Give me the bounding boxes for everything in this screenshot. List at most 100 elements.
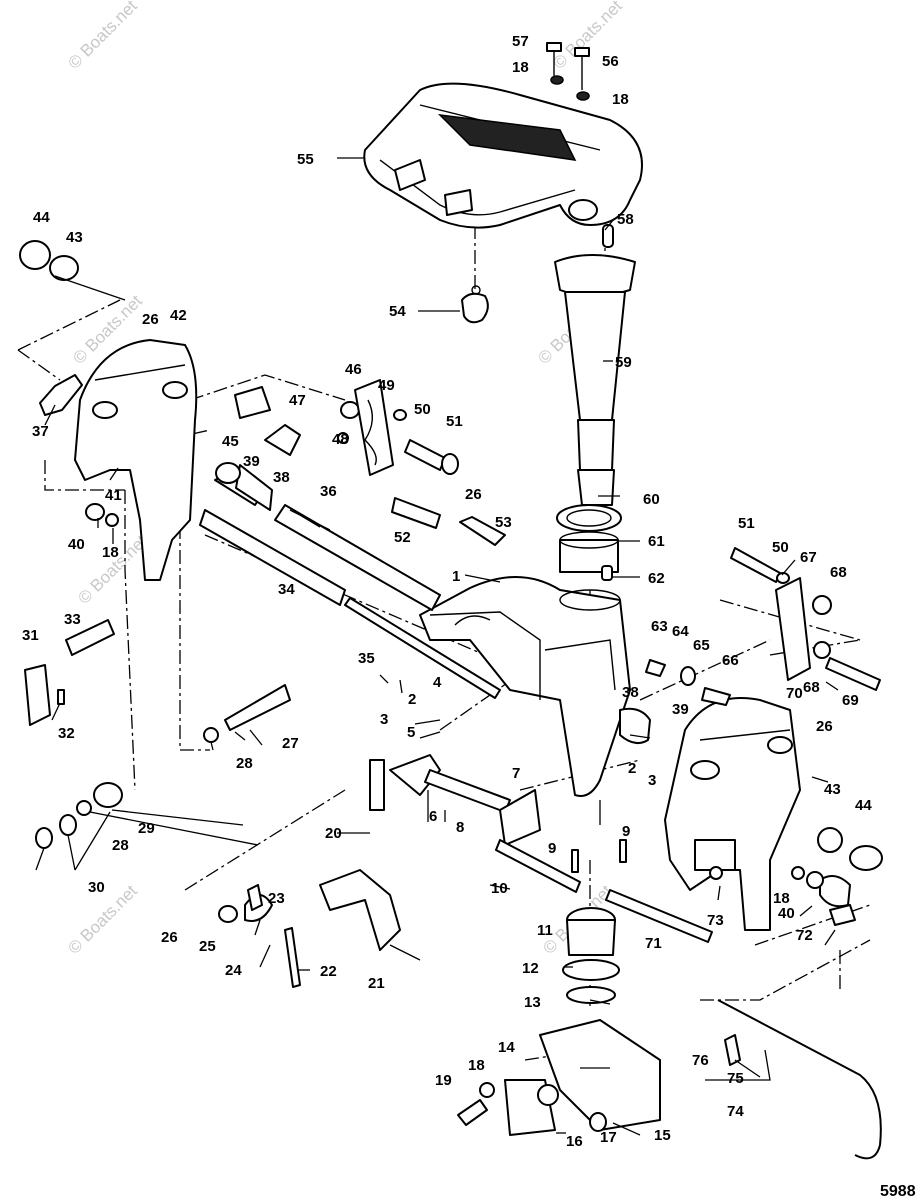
callout-16: 16 [566, 1133, 583, 1150]
callout-18: 18 [468, 1057, 485, 1074]
right-clamp-bracket-part [664, 697, 801, 931]
callout-43: 43 [824, 781, 841, 798]
callout-42: 42 [170, 307, 187, 324]
callout-40: 40 [778, 905, 795, 922]
callout-33: 33 [64, 611, 81, 628]
callout-18: 18 [102, 544, 119, 561]
callout-55: 55 [297, 151, 314, 168]
callout-58: 58 [617, 211, 634, 228]
callout-2: 2 [408, 691, 416, 708]
callout-15: 15 [654, 1127, 671, 1144]
callout-14: 14 [498, 1039, 515, 1056]
callout-53: 53 [495, 514, 512, 531]
callout-23: 23 [268, 890, 285, 907]
callout-labels: 57 18 56 18 55 58 44 43 54 26 42 59 46 4… [22, 33, 872, 1150]
callout-24: 24 [225, 962, 242, 979]
callout-2: 2 [628, 760, 636, 777]
callout-43: 43 [66, 229, 83, 246]
callout-38: 38 [273, 469, 290, 486]
tubes-and-rods-part [199, 464, 651, 745]
callout-45: 45 [222, 433, 239, 450]
callout-38: 38 [622, 684, 639, 701]
callout-56: 56 [602, 53, 619, 70]
callout-46: 46 [345, 361, 362, 378]
callout-41: 41 [105, 487, 122, 504]
callout-62: 62 [648, 570, 665, 587]
callout-3: 3 [380, 711, 388, 728]
small-hardware-part [19, 240, 883, 1160]
callout-69: 69 [842, 692, 859, 709]
callout-66: 66 [722, 652, 739, 669]
callout-51: 51 [738, 515, 755, 532]
callout-35: 35 [358, 650, 375, 667]
swivel-bracket-part [419, 576, 631, 797]
left-clamp-bracket-part [74, 339, 198, 581]
tiller-handle-part [363, 82, 643, 229]
callout-76: 76 [692, 1052, 709, 1069]
tiller-bolts-part [546, 42, 590, 101]
callout-36: 36 [320, 483, 337, 500]
callout-64: 64 [672, 623, 689, 640]
leader-lines [35, 157, 839, 1136]
callout-19: 19 [435, 1072, 452, 1089]
callout-3: 3 [648, 772, 656, 789]
callout-48: 48 [332, 431, 349, 448]
watermark-1: © Boats.net [64, 0, 141, 73]
callout-28: 28 [236, 755, 253, 772]
upper-bushings-part [556, 504, 622, 581]
callout-73: 73 [707, 912, 724, 929]
callout-70: 70 [786, 685, 803, 702]
callout-31: 31 [22, 627, 39, 644]
callout-44: 44 [855, 797, 872, 814]
callout-4: 4 [433, 674, 442, 691]
callout-67: 67 [800, 549, 817, 566]
callout-74: 74 [727, 1103, 744, 1120]
callout-65: 65 [693, 637, 710, 654]
callout-13: 13 [524, 994, 541, 1011]
callout-22: 22 [320, 963, 337, 980]
callout-59: 59 [615, 354, 632, 371]
callout-60: 60 [643, 491, 660, 508]
callout-26: 26 [465, 486, 482, 503]
callout-71: 71 [645, 935, 662, 952]
callout-72: 72 [796, 927, 813, 944]
callout-20: 20 [325, 825, 342, 842]
callout-50: 50 [772, 539, 789, 556]
callout-26: 26 [161, 929, 178, 946]
callout-10: 10 [491, 880, 508, 897]
callout-11: 11 [537, 922, 553, 939]
callout-49: 49 [378, 377, 395, 394]
callout-5: 5 [407, 724, 415, 741]
reference-number: 5988 [880, 1183, 916, 1200]
callout-57: 57 [512, 33, 529, 50]
callout-7: 7 [512, 765, 520, 782]
callout-47: 47 [289, 392, 306, 409]
friction-knob-part [461, 285, 489, 324]
callout-39: 39 [243, 453, 260, 470]
callout-63: 63 [651, 618, 668, 635]
callout-50: 50 [414, 401, 431, 418]
assembly-lines [17, 130, 871, 1061]
callout-37: 37 [32, 423, 49, 440]
callout-18: 18 [612, 91, 629, 108]
callout-34: 34 [278, 581, 295, 598]
callout-6: 6 [429, 808, 437, 825]
callout-52: 52 [394, 529, 411, 546]
callout-9: 9 [548, 840, 556, 857]
callout-68: 68 [803, 679, 820, 696]
callout-21: 21 [368, 975, 385, 992]
callout-61: 61 [648, 533, 665, 550]
callout-75: 75 [727, 1070, 744, 1087]
callout-8: 8 [456, 819, 464, 836]
callout-26: 26 [142, 311, 159, 328]
callout-44: 44 [33, 209, 50, 226]
callout-26: 26 [816, 718, 833, 735]
callout-28: 28 [112, 837, 129, 854]
callout-9: 9 [622, 823, 630, 840]
callout-30: 30 [88, 879, 105, 896]
callout-25: 25 [199, 938, 216, 955]
callout-1: 1 [452, 568, 460, 585]
callout-12: 12 [522, 960, 539, 977]
callout-40: 40 [68, 536, 85, 553]
